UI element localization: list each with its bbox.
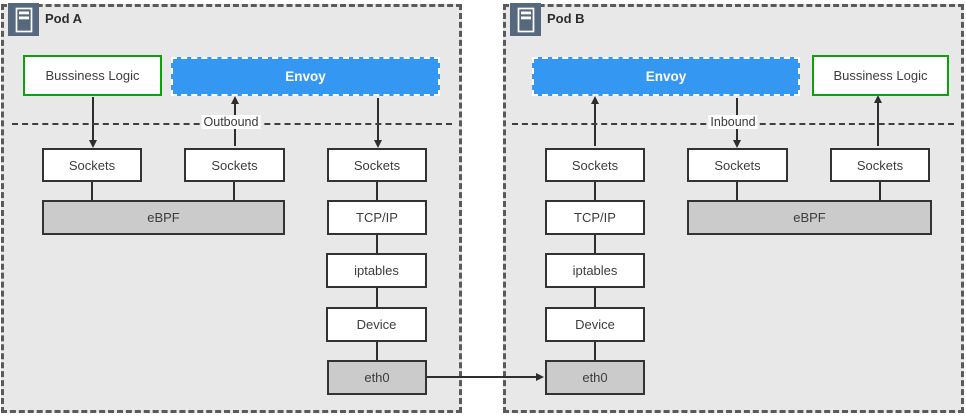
sockets-node-b1: Sockets <box>545 148 645 182</box>
pod-b-title: Pod B <box>547 11 585 26</box>
inbound-label: Inbound <box>708 115 758 129</box>
sockets-node-a1: Sockets <box>42 148 142 182</box>
device-node-b: Device <box>545 307 645 342</box>
outbound-label: Outbound <box>201 115 261 129</box>
eth0-node-a: eth0 <box>327 360 427 395</box>
sockets-node-b2: Sockets <box>687 148 788 182</box>
iptables-node-b: iptables <box>545 253 645 288</box>
server-icon <box>8 3 39 36</box>
sockets-node-a3: Sockets <box>327 148 427 182</box>
business-logic-node-b: Bussiness Logic <box>812 55 949 96</box>
tcpip-node-a: TCP/IP <box>327 200 427 235</box>
sockets-node-a2: Sockets <box>184 148 285 182</box>
ebpf-node-a: eBPF <box>42 200 285 235</box>
iptables-node-a: iptables <box>326 253 427 288</box>
sockets-node-b3: Sockets <box>830 148 930 182</box>
ebpf-node-b: eBPF <box>687 200 932 235</box>
tcpip-node-b: TCP/IP <box>545 200 645 235</box>
envoy-node-b: Envoy <box>532 57 800 96</box>
pod-a-title: Pod A <box>45 11 83 26</box>
envoy-node-a: Envoy <box>171 57 440 96</box>
eth0-node-b: eth0 <box>545 360 645 395</box>
device-node-a: Device <box>326 307 427 342</box>
server-icon <box>510 3 541 36</box>
business-logic-node-a: Bussiness Logic <box>23 55 162 96</box>
